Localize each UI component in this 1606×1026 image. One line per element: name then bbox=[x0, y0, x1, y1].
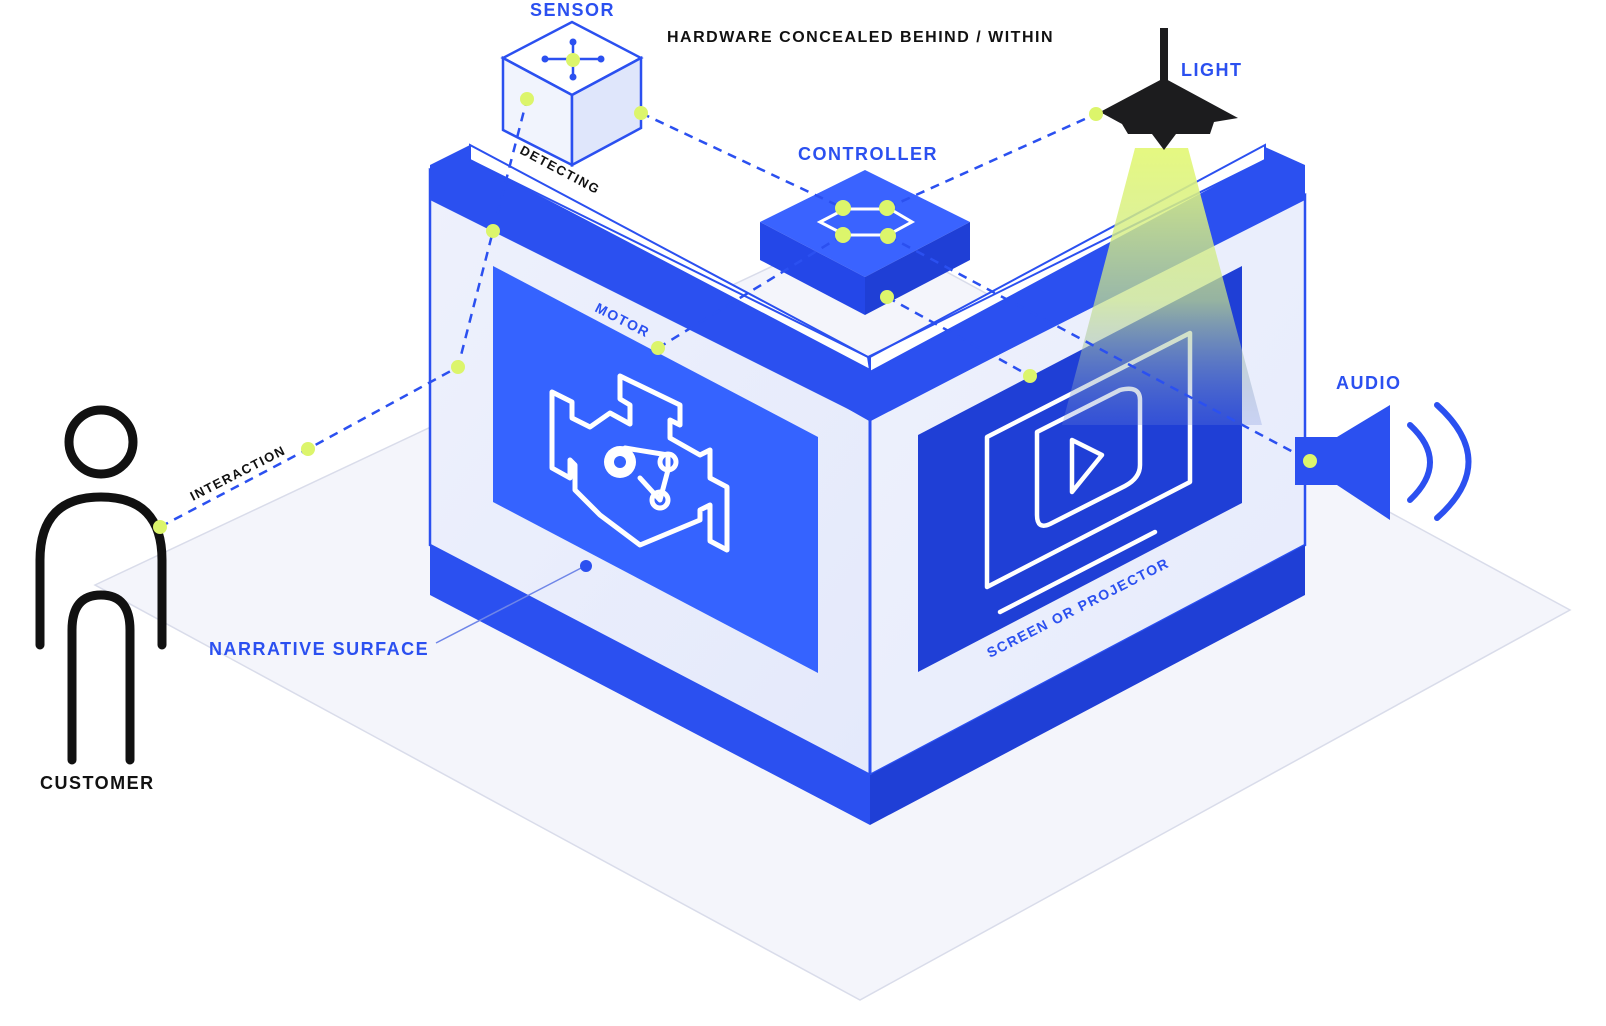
label-controller: CONTROLLER bbox=[798, 144, 938, 164]
sensor-cube-icon bbox=[500, 20, 644, 168]
label-interaction: INTERACTION bbox=[188, 442, 289, 503]
controller-box bbox=[760, 170, 970, 315]
label-customer: CUSTOMER bbox=[40, 773, 155, 793]
label-audio: AUDIO bbox=[1336, 373, 1402, 393]
narrative-surface-pointer bbox=[435, 565, 586, 644]
narrative-surface-panel bbox=[493, 266, 818, 673]
label-hardware-note: HARDWARE CONCEALED BEHIND / WITHIN bbox=[667, 29, 1054, 46]
narrative-surface-node bbox=[580, 560, 592, 572]
engine-icon bbox=[549, 373, 730, 553]
label-sensor: SENSOR bbox=[530, 0, 615, 20]
light-beam bbox=[1062, 148, 1262, 425]
connection-nodes bbox=[153, 92, 1317, 534]
label-light: LIGHT bbox=[1181, 60, 1243, 80]
label-narrative-surface: NARRATIVE SURFACE bbox=[209, 639, 429, 659]
lamp-icon bbox=[1100, 28, 1238, 150]
